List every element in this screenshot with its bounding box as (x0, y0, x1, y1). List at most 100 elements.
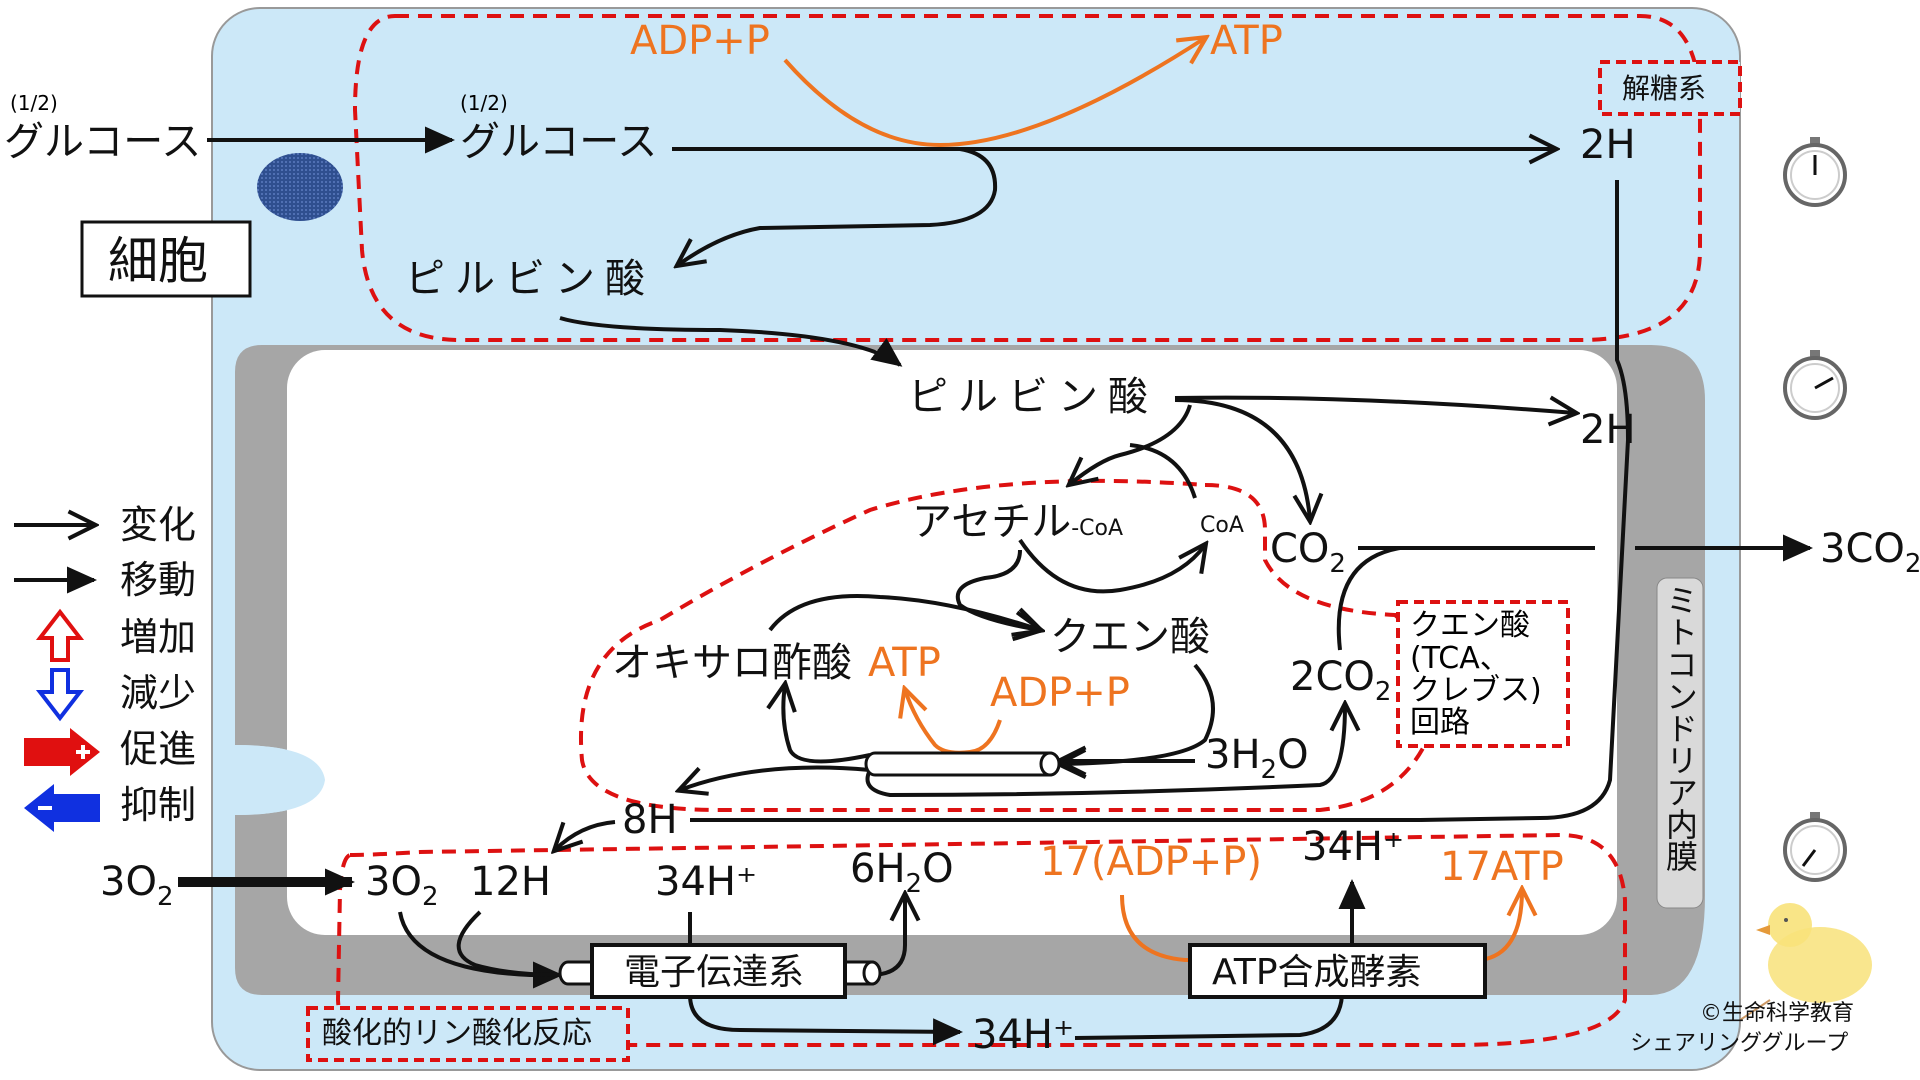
o2-outer-text: 3O (100, 859, 157, 905)
etc-box (590, 943, 847, 999)
legend-label: 促進 (120, 727, 196, 771)
acetylcoa-to-citric-arrow (955, 549, 1040, 630)
ratio-inner: (1/2) (460, 91, 508, 115)
cylinder-to-oxaloacetate-arrow (783, 685, 871, 764)
tca-label-box (1396, 600, 1570, 748)
legend-label: 変化 (120, 503, 196, 547)
o2-inner-text: 3O (365, 859, 422, 905)
glucose-to-pyruvate-arrow (678, 147, 998, 265)
acetylcoa-to-coa-arrow (1018, 538, 1205, 594)
oxphos-region (335, 832, 1627, 1047)
co2-text: CO (1270, 526, 1329, 572)
atp-top: ATP (1210, 18, 1283, 64)
h34-c: 34H⁺ (972, 1012, 1074, 1058)
legend-label: 増加 (120, 615, 196, 659)
o2-outer-sub: 2 (157, 882, 174, 912)
cell-label: 細胞 (108, 232, 208, 290)
atp-synthase-label: ATP合成酵素 (1212, 952, 1422, 993)
h2o-3-text: 3H (1205, 732, 1261, 778)
ratio-outer: (1/2) (10, 91, 58, 115)
adp-to-atp-arrow (783, 38, 1205, 148)
pyruvate-to-acetylcoa-arrow (1070, 404, 1192, 484)
h2-top: 2H (1580, 122, 1636, 168)
mito-membrane-label: ミトコンドリア内膜 (1661, 584, 1699, 872)
cylinder-to-2co2-arrow (865, 705, 1346, 798)
adp-top: ADP+P (630, 18, 770, 64)
pyruvate-mito: ピルビン酸 (908, 374, 1158, 420)
atp17: 17ATP (1440, 844, 1564, 890)
co2-2-text: 2CO (1290, 654, 1375, 700)
h2o-6-text: 6H (850, 846, 906, 892)
co2-2: 2CO2 (1290, 654, 1391, 707)
up-arrow-red-icon (35, 608, 85, 662)
down-arrow-blue-icon (35, 668, 85, 722)
h34-b: 34H⁺ (1302, 824, 1404, 870)
stopwatch-icon (1783, 812, 1847, 882)
atp-synthase-box (1188, 943, 1487, 999)
h2o-3-end: O (1277, 732, 1308, 778)
stopwatch-icon (1783, 350, 1847, 420)
co2: CO2 (1270, 526, 1346, 579)
citric-acid: クエン酸 (1050, 614, 1210, 660)
h2o-6: 6H2O (850, 846, 954, 899)
h2o-3: 3H2O (1205, 732, 1309, 785)
coa: CoA (1200, 513, 1244, 538)
h2-mid: 2H (1580, 407, 1636, 453)
oxphos-label-box (306, 1006, 630, 1062)
adp-cycle: ADP+P (990, 670, 1130, 716)
oxaloacetate-to-citric-arrow (768, 593, 1040, 630)
co2-sub: 2 (1329, 549, 1346, 579)
acetyl-coa-sub: -CoA (1071, 516, 1123, 541)
legend-label: 抑制 (120, 783, 196, 827)
etc-label: 電子伝達系 (624, 952, 804, 993)
synthase-adp-to-atp-arrow (1120, 890, 1522, 962)
glycolysis-label-box (1598, 60, 1742, 116)
legend-label: 移動 (120, 558, 196, 602)
12h-to-etc-arrow (456, 910, 561, 977)
tca-region (579, 478, 1443, 812)
pyruvate-cyto: ピルビン酸 (405, 256, 655, 302)
glycolysis-label: 解糖系 (1622, 72, 1706, 105)
pyruvate-to-co2-arrow (1174, 398, 1310, 520)
atp-cycle: ATP (868, 640, 941, 686)
glucose-outer: グルコース (4, 119, 201, 165)
etc-to-h34-bottom-arrow (688, 994, 963, 1046)
8h-to-12h-arrow (555, 820, 616, 850)
tca-cylinder-icon (864, 751, 1061, 777)
h2o-3-sub: 2 (1261, 755, 1278, 785)
pyruvate-transport-arrow (559, 316, 903, 367)
h-carrier-line (1419, 180, 1631, 822)
credit-line2: シェアリンググループ (1630, 1031, 1848, 1056)
coa-return-line (1129, 443, 1197, 499)
h34-bottom-to-synthase-line (1074, 994, 1344, 1040)
legend-label: 減少 (120, 671, 196, 715)
oxphos-label: 酸化的リン酸化反応 (322, 1016, 592, 1051)
duck-icon (1739, 903, 1872, 1021)
h2o-6-end: O (922, 846, 953, 892)
h34-a: 34H⁺ (655, 859, 757, 905)
legend: 変化 移動 増加 減少 促進 抑制 (14, 503, 196, 832)
mito-membrane-label-box (1656, 577, 1704, 909)
glucose-inner: グルコース (460, 119, 657, 165)
membrane-notch (235, 745, 325, 815)
oxaloacetate: オキサロ酢酸 (612, 640, 852, 686)
o2-inner-sub: 2 (422, 882, 439, 912)
pyruvate-to-2h-arrow (1174, 395, 1575, 413)
acetyl-coa-text: アセチル (912, 499, 1071, 545)
left-arrow-blue-icon (24, 784, 100, 832)
2co2-to-co2-line (1336, 546, 1401, 651)
o2-outer: 3O2 (100, 859, 173, 912)
tca-label-4: 回路 (1410, 705, 1470, 740)
tca-label-1: クエン酸 (1410, 608, 1530, 643)
adp17: 17(ADP+P) (1040, 839, 1262, 885)
h12: 12H (470, 859, 551, 905)
cell-label-box (80, 220, 252, 298)
co2-out-text: 3CO (1820, 526, 1905, 572)
cylinder-to-8h-arrow (680, 765, 871, 791)
co2-2-sub: 2 (1375, 677, 1392, 707)
tca-label-2: (TCA、 (1410, 641, 1510, 676)
stopwatch-icon (1783, 137, 1847, 207)
o2-inner: 3O2 (365, 859, 438, 912)
nucleus-icon (257, 153, 343, 221)
